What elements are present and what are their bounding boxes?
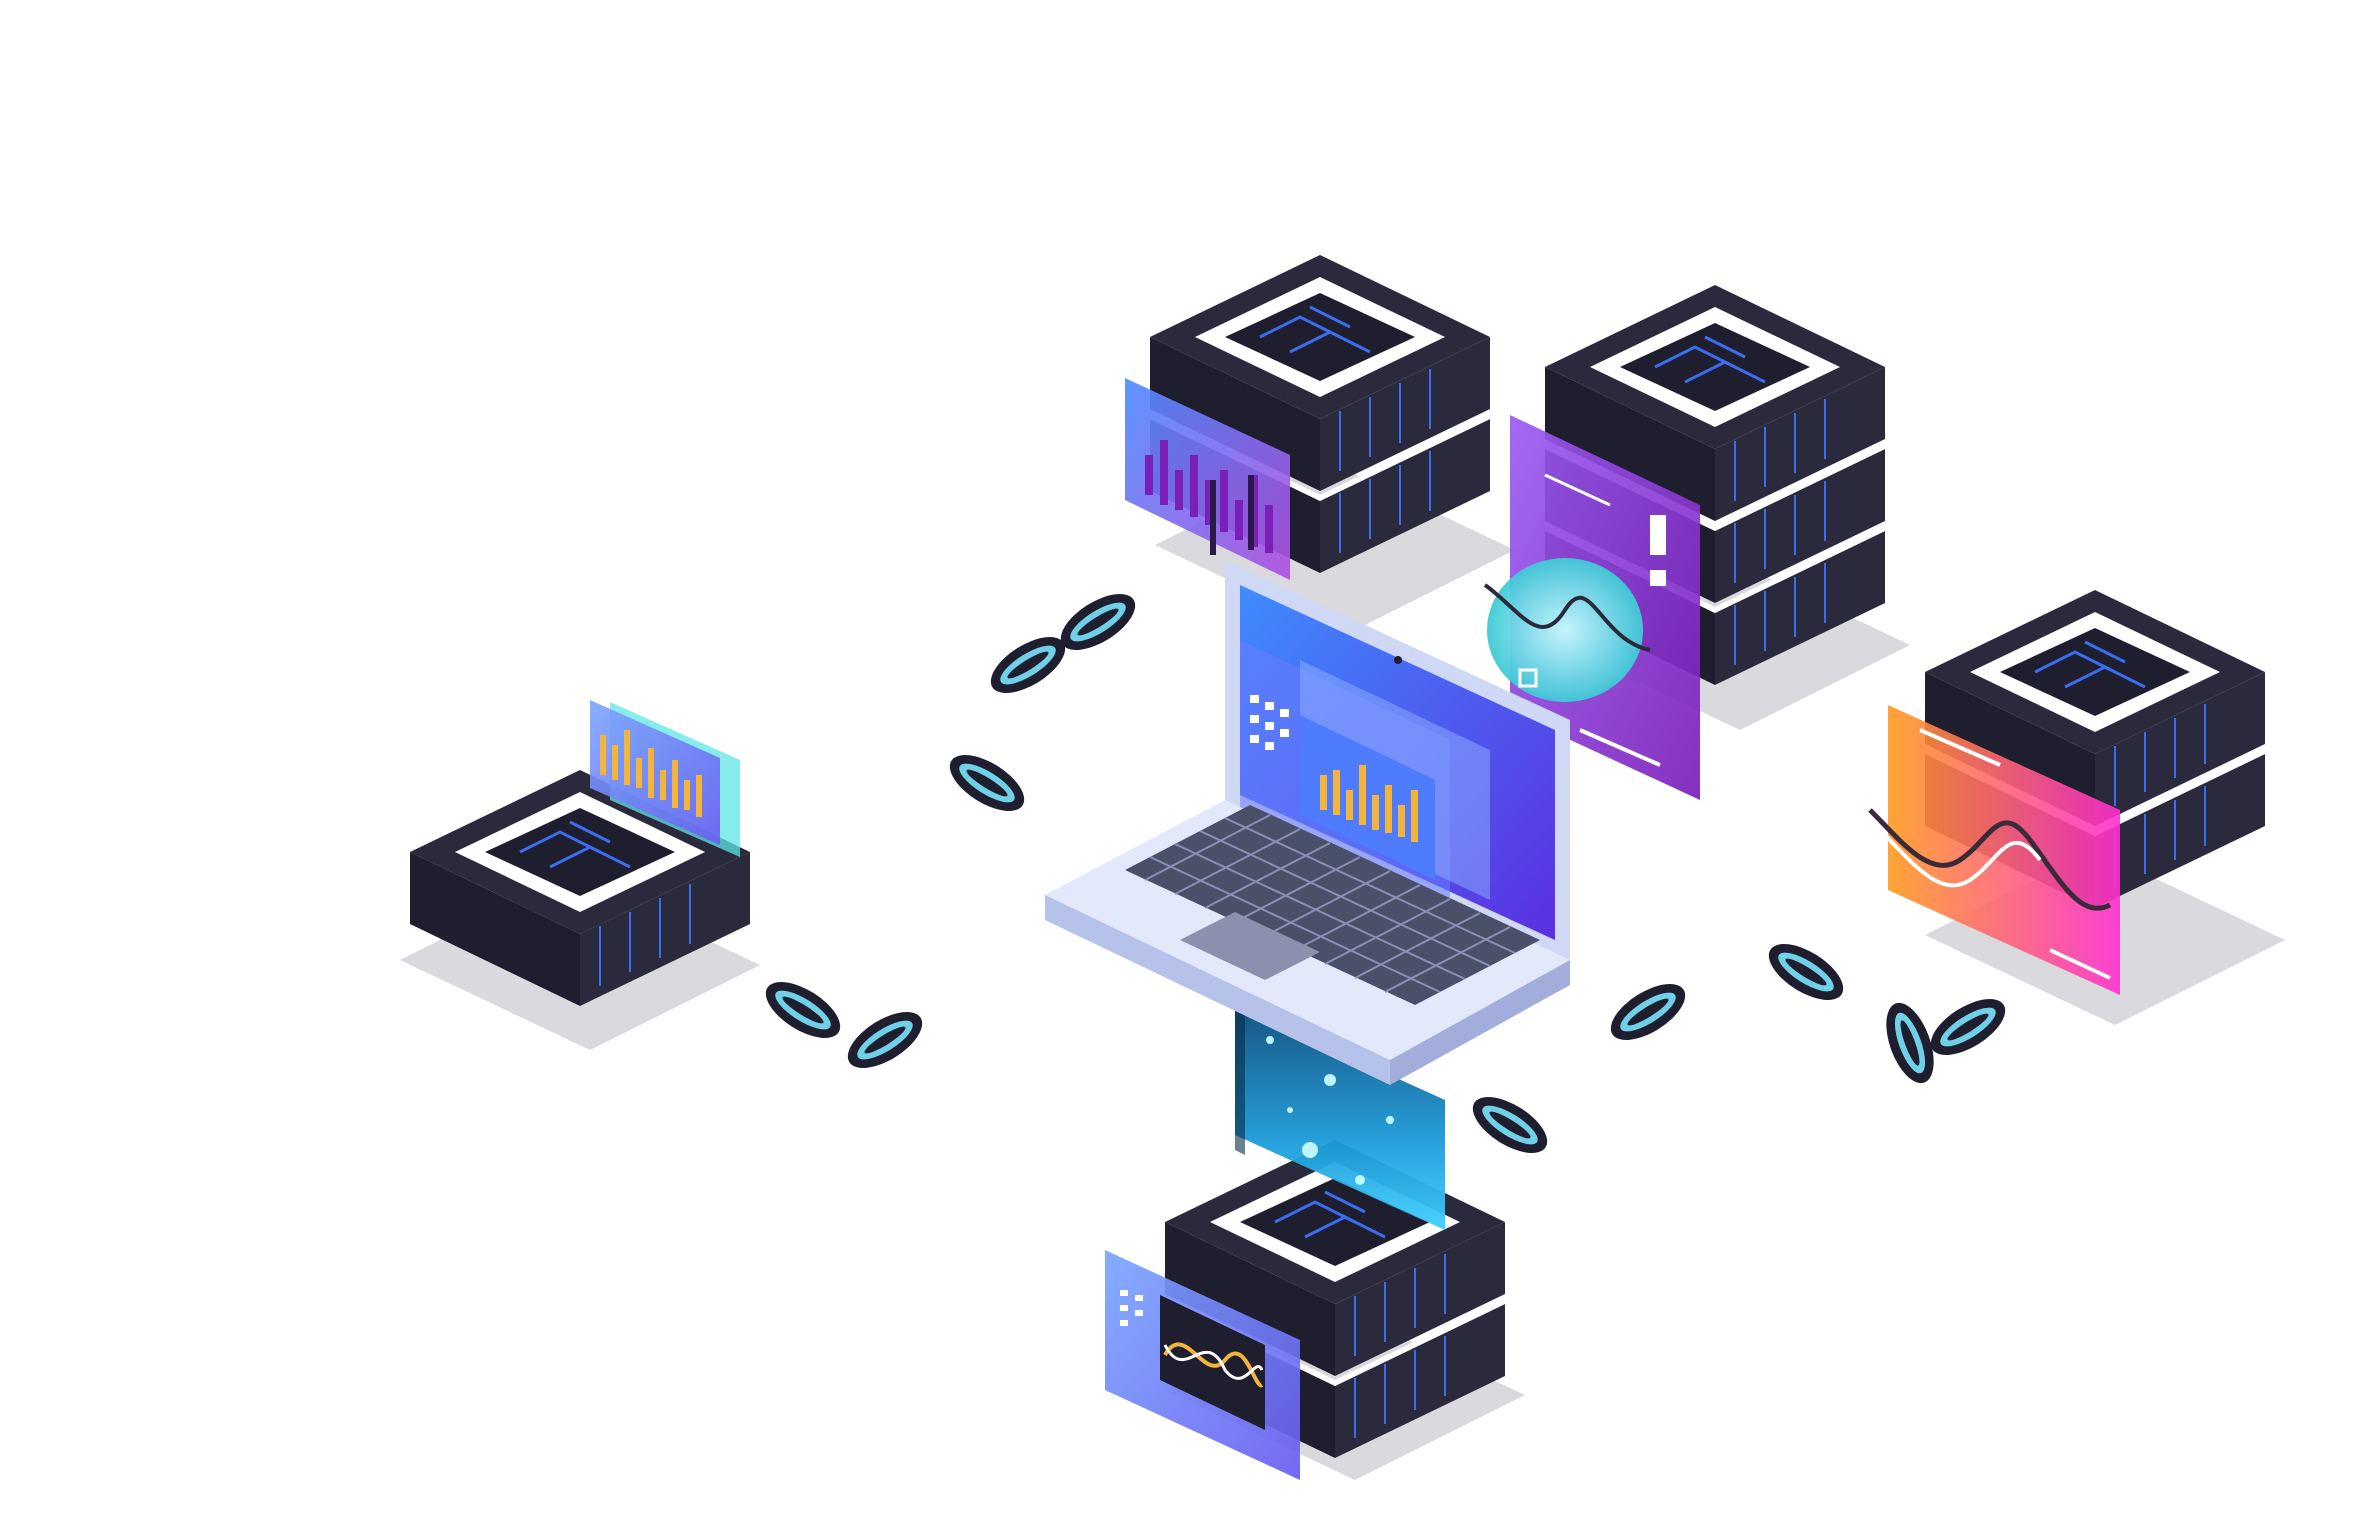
chain-link-icon bbox=[1472, 1097, 1548, 1153]
data-beam bbox=[1235, 1005, 1445, 1230]
chain-link-icon bbox=[1768, 944, 1844, 1000]
chain-link-icon bbox=[765, 982, 841, 1038]
laptop bbox=[1045, 560, 1570, 1085]
chain-link-icon bbox=[990, 637, 1066, 693]
chain-link-icon bbox=[847, 1012, 923, 1068]
chain-link-icon bbox=[1886, 1002, 1934, 1084]
bar-chart-panel bbox=[590, 700, 740, 857]
chain-link-icon bbox=[1610, 984, 1686, 1040]
gradient-wave-panel bbox=[1868, 705, 2120, 995]
chain-link-icon bbox=[1930, 999, 2006, 1055]
chain-link-icon bbox=[949, 755, 1025, 811]
purple-bar-chart-panel bbox=[1125, 378, 1290, 580]
purple-gauge-panel bbox=[1483, 415, 1700, 800]
chain-link-icon bbox=[1060, 594, 1136, 650]
chain-connectors bbox=[765, 594, 2006, 1084]
wave-monitor-panel bbox=[1105, 1250, 1300, 1480]
